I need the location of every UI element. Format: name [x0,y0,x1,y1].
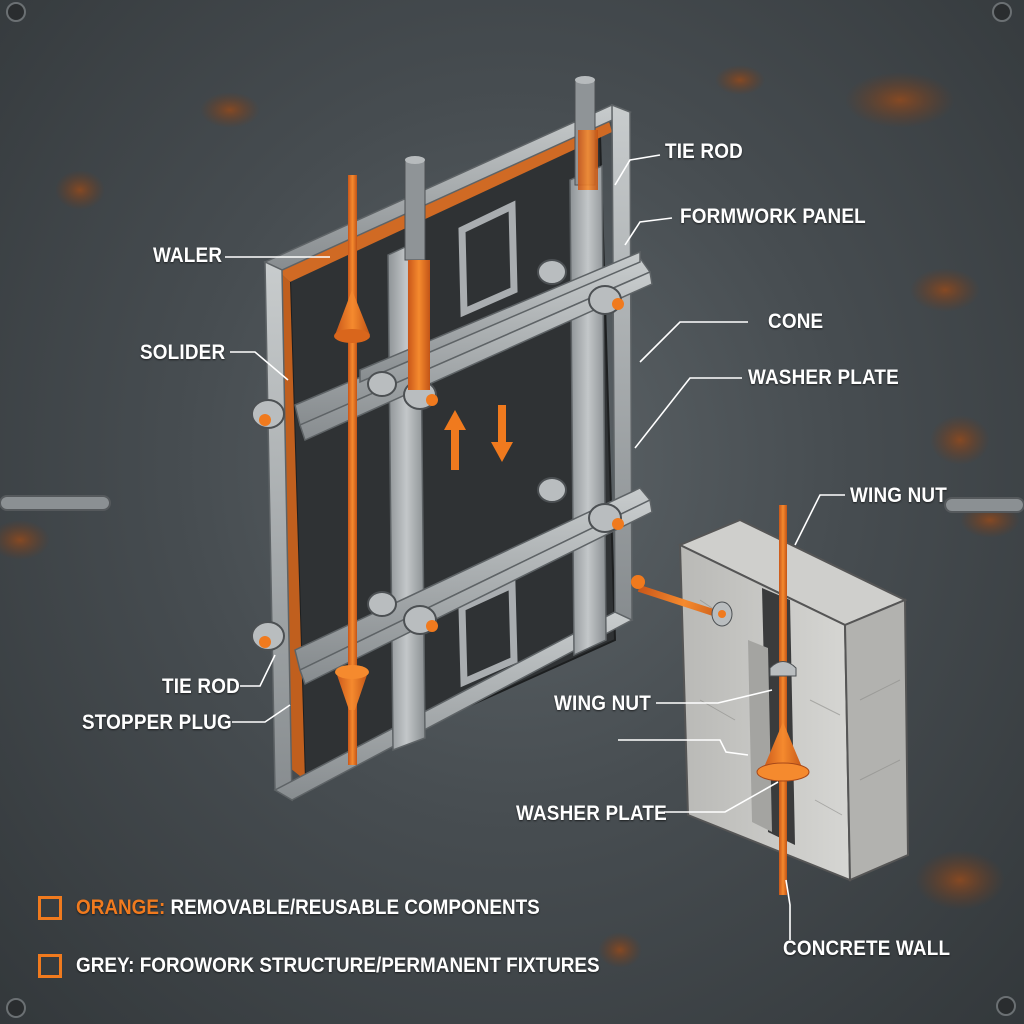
weld-seam-right [944,497,1024,513]
legend-text-grey: FOROWORK STRUCTURE/PERMANENT FIXTURES [134,954,600,977]
legend-key-orange: ORANGE: [76,896,166,919]
wall-wing-nut [769,661,797,677]
wall-side [843,598,910,882]
label-tie-rod-left: TIE ROD [162,675,240,698]
wall-washer-plate [756,762,810,782]
label-washer-plate-bottom: WASHER PLATE [516,802,667,825]
weld-seam-left [0,495,111,511]
window-bottom [458,579,518,688]
tie-rod-vertical [348,175,357,765]
legend-swatch-orange [38,896,62,920]
label-washer-plate-right: WASHER PLATE [748,366,899,389]
frame-right [611,103,633,622]
wall-cone [762,722,804,772]
legend-item-orange: ORANGE: REMOVABLE/REUSABLE COMPONENTS [38,896,591,920]
waler-upper-face [299,270,653,442]
leader-lines [225,154,845,940]
wall-tie-rod [779,505,787,895]
legend-swatch-grey [38,954,62,978]
label-cone: CONE [768,310,824,333]
label-wing-nut-top: WING NUT [850,484,947,507]
legend-key-grey: GREY: [76,954,135,977]
soldier-right [569,164,607,657]
cone-lower [336,672,368,710]
legend-item-grey: GREY: FOROWORK STRUCTURE/PERMANENT FIXTU… [38,954,658,978]
waler-lower-face [299,498,653,686]
label-formwork-panel: FORMWORK PANEL [680,205,866,228]
window-top [458,200,518,318]
label-solider: SOLIDER [140,341,226,364]
label-wing-nut-mid: WING NUT [554,692,651,715]
tie-rod-sleeve-left [404,159,426,261]
cone-upper [335,290,370,335]
label-waler: WALER [153,244,223,267]
label-stopper-plug: STOPPER PLUG [82,711,232,734]
arrow-down [491,405,513,462]
formwork-assembly [251,76,653,802]
arrow-up [444,410,466,470]
cone-collar-right [537,259,567,285]
horizontal-tie-rod [637,584,731,622]
cone-collar-upper [367,371,397,397]
label-tie-rod-top: TIE ROD [665,140,743,163]
rivets [6,2,1016,1018]
cone-collar-lower [367,591,397,617]
legend-text-orange: REMOVABLE/REUSABLE COMPONENTS [165,896,540,919]
rust-texture [0,65,1020,968]
cone-collar-mid [537,477,567,503]
label-concrete-wall: CONCRETE WALL [783,937,951,960]
concrete-wall-section [631,505,910,895]
